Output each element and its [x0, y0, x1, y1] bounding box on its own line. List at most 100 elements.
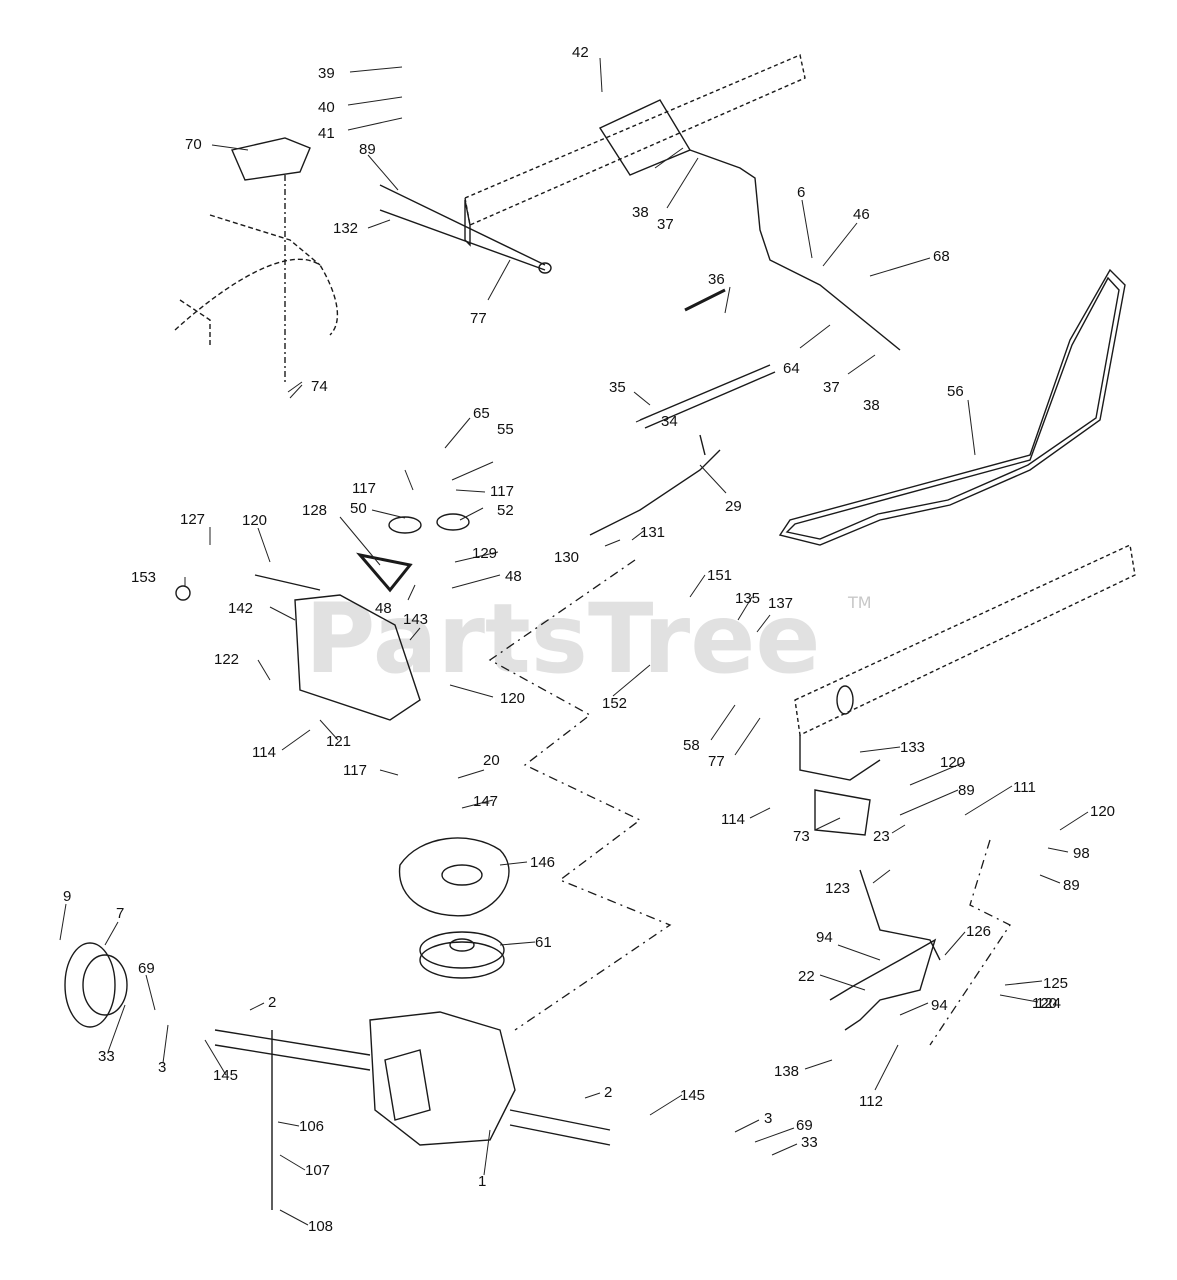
- callout-label: 77: [708, 753, 725, 770]
- callout-label: 132: [333, 220, 358, 237]
- callout-label: 137: [768, 595, 793, 612]
- belt: [778, 268, 1126, 546]
- callout-label: 146: [530, 854, 555, 871]
- callout-label: 117: [352, 480, 376, 497]
- callout-label: 94: [931, 997, 948, 1014]
- callout-label: 120: [1090, 803, 1115, 820]
- callout-label: 128: [302, 502, 327, 519]
- callout-label: 114: [252, 744, 276, 761]
- callout-label: 41: [318, 125, 335, 142]
- callout-label: 117: [490, 483, 514, 500]
- callout-label: 151: [707, 567, 732, 584]
- watermark-text: PartsTree: [305, 583, 820, 695]
- callout-label: 56: [947, 383, 964, 400]
- callout-label: 35: [609, 379, 626, 396]
- callout-label: 123: [825, 880, 850, 897]
- callout-label: 65: [473, 405, 490, 422]
- seat-pan: [174, 137, 338, 385]
- callout-label: 2: [268, 994, 276, 1011]
- callout-label: 120: [1032, 995, 1057, 1012]
- leader-lines: [59, 57, 1089, 1226]
- callout-label: 52: [497, 502, 514, 519]
- callout-label: 61: [535, 934, 552, 951]
- callout-label: 126: [966, 923, 991, 940]
- callout-label: 112: [859, 1093, 883, 1110]
- callout-label: 152: [602, 695, 627, 712]
- callout-label: 42: [572, 44, 589, 61]
- callout-label: 131: [640, 524, 665, 541]
- callout-label: 33: [801, 1134, 818, 1151]
- callout-label: 120: [242, 512, 267, 529]
- callout-label: 20: [483, 752, 500, 769]
- callout-label: 127: [180, 511, 205, 528]
- right-frame: [794, 543, 1136, 836]
- callout-label: 36: [708, 271, 725, 288]
- callout-label: 122: [214, 651, 239, 668]
- callout-label: 145: [213, 1067, 238, 1084]
- callout-label: 22: [798, 968, 815, 985]
- callout-label: 40: [318, 99, 335, 116]
- callout-label: 120: [500, 690, 525, 707]
- callout-label: 69: [138, 960, 155, 977]
- callout-label: 107: [305, 1162, 330, 1179]
- callout-label: 111: [1013, 779, 1036, 796]
- callout-label: 135: [735, 590, 760, 607]
- brake-bracket-assembly: [175, 513, 470, 721]
- callout-label: 108: [308, 1218, 333, 1235]
- dashed-leaders: [488, 559, 1011, 1046]
- callout-label: 120: [940, 754, 965, 771]
- callout-label: 64: [783, 360, 800, 377]
- callout-label: 6: [797, 184, 805, 201]
- callout-label: 50: [350, 500, 367, 517]
- callout-label: 125: [1043, 975, 1068, 992]
- callout-label: 73: [793, 828, 810, 845]
- callout-label: 23: [873, 828, 890, 845]
- watermark-trademark: TM: [847, 593, 872, 612]
- callout-label: 55: [497, 421, 514, 438]
- callout-label: 147: [473, 793, 498, 810]
- callout-label: 46: [853, 206, 870, 223]
- callout-label: 48: [505, 568, 522, 585]
- fan-pulley-transaxle: [64, 837, 611, 1210]
- callout-label: 1: [478, 1173, 486, 1190]
- callout-label: 94: [816, 929, 833, 946]
- callout-label: 69: [796, 1117, 813, 1134]
- callout-label: 89: [958, 782, 975, 799]
- callout-label: 77: [470, 310, 487, 327]
- callout-label: 74: [311, 378, 328, 395]
- callout-label: 33: [98, 1048, 115, 1065]
- callout-label: 145: [680, 1087, 705, 1104]
- control-linkage: [589, 288, 941, 1031]
- callout-label: 89: [359, 141, 376, 158]
- callout-label: 153: [131, 569, 156, 586]
- upper-frame: [379, 54, 901, 351]
- callout-label: 70: [185, 136, 202, 153]
- callout-label: 98: [1073, 845, 1090, 862]
- callout-label: 106: [299, 1118, 324, 1135]
- callout-label: 89: [1063, 877, 1080, 894]
- callout-label: 37: [657, 216, 674, 233]
- watermark: PartsTree TM: [305, 583, 872, 695]
- callout-label: 48: [375, 600, 392, 617]
- callout-label: 130: [554, 549, 579, 566]
- callout-label: 114: [721, 811, 745, 828]
- callout-label: 58: [683, 737, 700, 754]
- callout-label: 29: [725, 498, 742, 515]
- callout-label: 129: [472, 545, 497, 562]
- callout-label: 39: [318, 65, 335, 82]
- callout-label: 142: [228, 600, 253, 617]
- callout-label: 138: [774, 1063, 799, 1080]
- callout-label: 3: [158, 1059, 166, 1076]
- callout-label: 133: [900, 739, 925, 756]
- callout-label: 37: [823, 379, 840, 396]
- callout-label: 9: [63, 888, 71, 905]
- callout-label: 3: [764, 1110, 772, 1127]
- callout-label: 143: [403, 611, 428, 628]
- callout-label: 124: [1036, 995, 1061, 1012]
- callout-label: 38: [632, 204, 649, 221]
- callout-label: 117: [343, 762, 367, 779]
- callout-label: 7: [116, 905, 124, 922]
- callout-label: 2: [604, 1084, 612, 1101]
- callout-label: 34: [661, 413, 678, 430]
